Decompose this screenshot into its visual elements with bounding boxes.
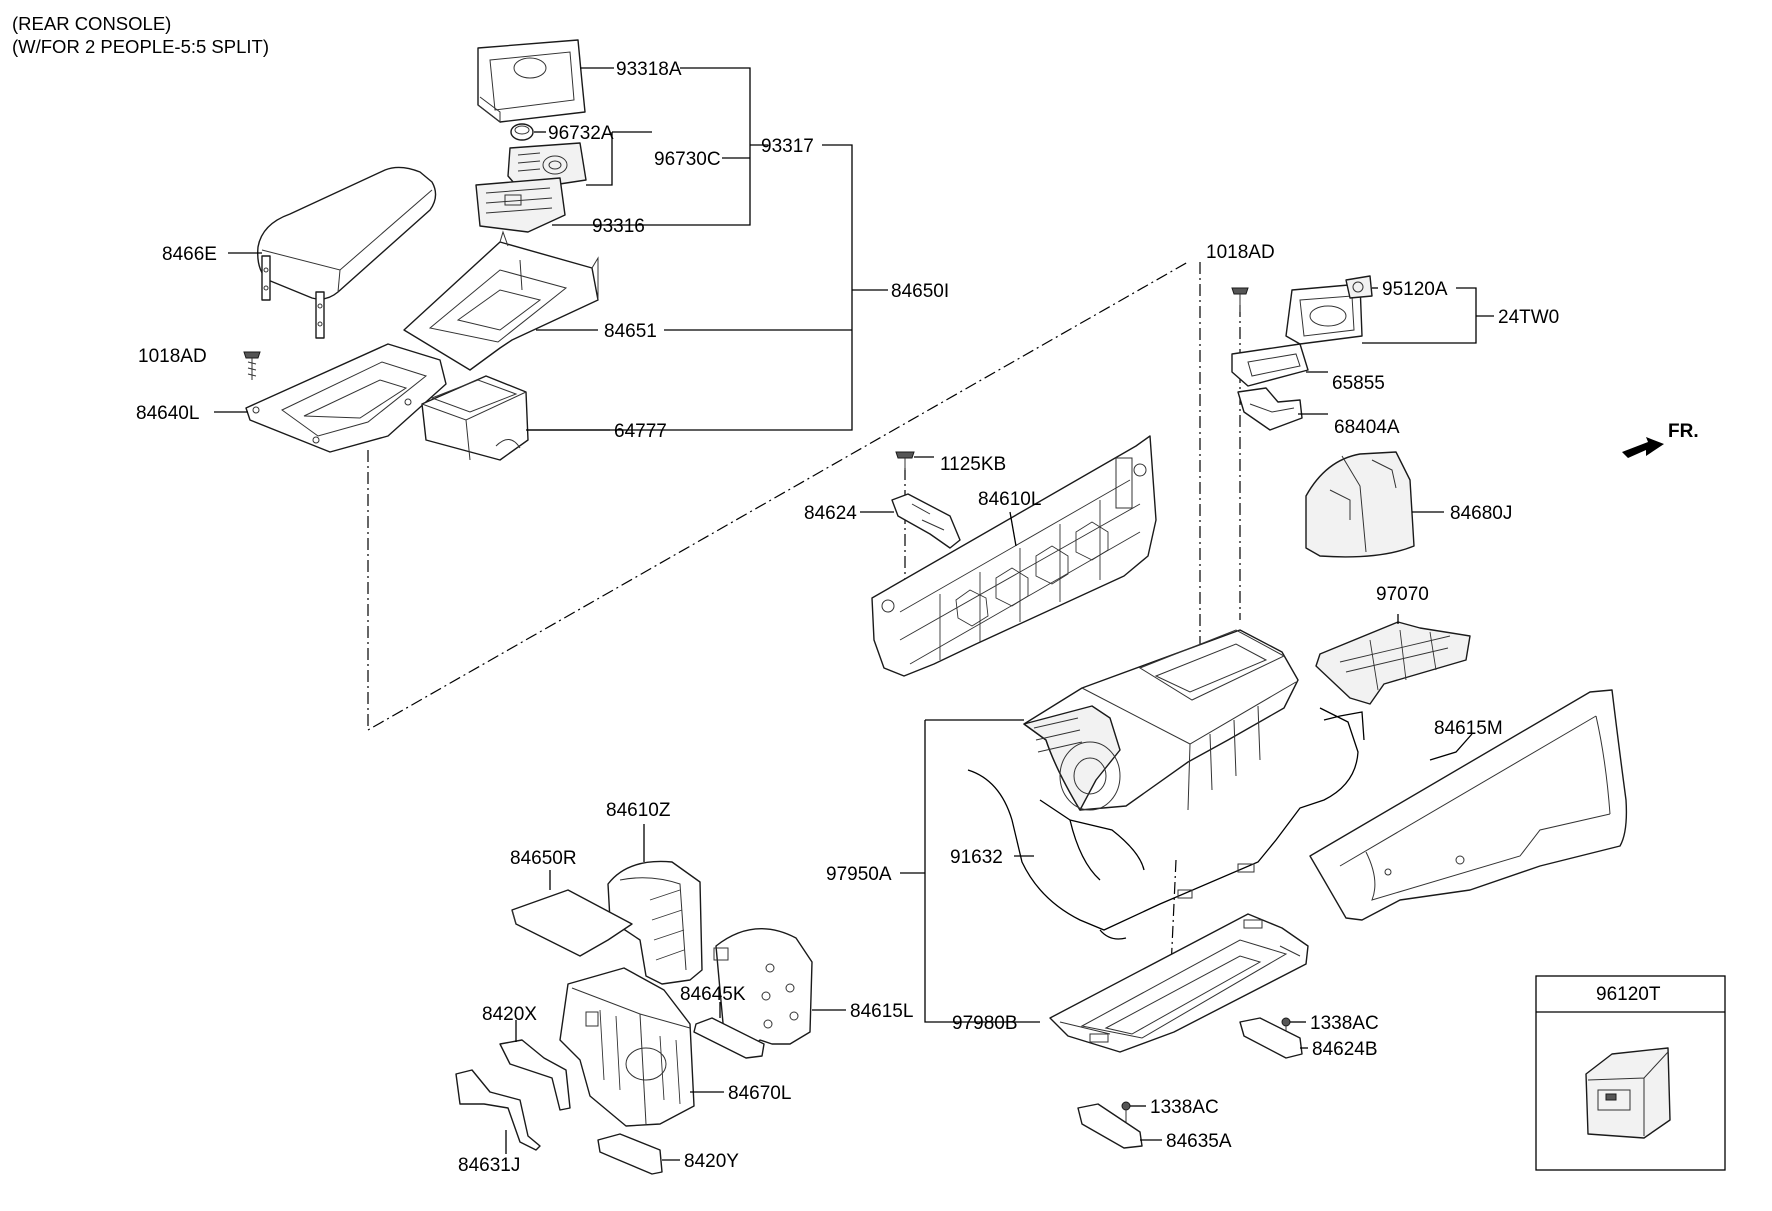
part-64777-cupholder-box [421, 375, 529, 461]
part-96120T-socket [1585, 1047, 1671, 1139]
label-84615L: 84615L [850, 1001, 913, 1022]
label-97070: 97070 [1376, 584, 1429, 605]
label-65855: 65855 [1332, 373, 1385, 394]
part-65855-bracket [1231, 343, 1309, 387]
part-84635A-bracket [1077, 1103, 1143, 1149]
part-93316-switch-panel [475, 177, 566, 233]
part-84610Z-rear-cover [607, 860, 703, 985]
label-91632: 91632 [950, 847, 1003, 868]
leader-84615M [1429, 733, 1473, 761]
inset-box-96120T [1535, 975, 1726, 1171]
part-8466E-armrest [257, 166, 437, 339]
label-96732A: 96732A [548, 123, 614, 144]
leader-bracket-96730C [586, 131, 652, 186]
part-1125KB-screw [895, 451, 915, 470]
part-1018AD-left-screw [243, 351, 261, 380]
part-84615M-side-trim [1309, 689, 1628, 921]
label-1018AD-left: 1018AD [138, 346, 207, 367]
leader-bracket-93318A-93316 [552, 67, 751, 226]
label-84650I: 84650I [891, 281, 949, 302]
label-84615M: 84615M [1434, 718, 1503, 739]
label-1338AC-upper: 1338AC [1310, 1013, 1379, 1034]
arrow-icon [1622, 437, 1664, 458]
heading-line-1: (REAR CONSOLE) [12, 13, 172, 34]
part-8420Y-bracket [597, 1133, 663, 1175]
label-24TW0: 24TW0 [1498, 307, 1559, 328]
label-84680J: 84680J [1450, 503, 1512, 524]
part-8420X-bracket [499, 1039, 571, 1111]
part-96732A-knob [510, 123, 534, 141]
label-84610L: 84610L [978, 489, 1041, 510]
label-96120T: 96120T [1596, 984, 1661, 1005]
leader-93317-bracket [528, 144, 853, 431]
label-93317: 93317 [761, 136, 814, 157]
label-8420Y: 8420Y [684, 1151, 739, 1172]
part-91632-wiring-harness [967, 707, 1365, 940]
label-front-indicator: FR. [1668, 421, 1699, 442]
label-95120A: 95120A [1382, 279, 1448, 300]
label-84650R: 84650R [510, 848, 577, 869]
part-84650R-cover-plate [511, 889, 633, 957]
label-84635A: 84635A [1166, 1131, 1232, 1152]
part-93318A-panel [477, 39, 586, 124]
part-84651-bezel [403, 230, 599, 371]
leader-24TW0-bracket [1362, 287, 1494, 344]
label-68404A: 68404A [1334, 417, 1400, 438]
label-1125KB: 1125KB [940, 454, 1006, 475]
part-84610L-side-panel [871, 435, 1157, 677]
part-84624-bracket [891, 493, 961, 549]
label-84631J: 84631J [458, 1155, 520, 1176]
heading-line-2: (W/FOR 2 PEOPLE-5:5 SPLIT) [12, 36, 270, 57]
label-84651: 84651 [604, 321, 657, 342]
part-1018AD-right-screw [1231, 287, 1249, 312]
label-97980B: 97980B [952, 1013, 1018, 1034]
label-97950A: 97950A [826, 864, 892, 885]
leader-84610L [1009, 511, 1017, 547]
part-84640L-base-tray [245, 343, 447, 453]
part-84670L-rear-housing [559, 967, 695, 1127]
part-97070-duct [1315, 621, 1471, 705]
label-93316: 93316 [592, 216, 645, 237]
label-84645K: 84645K [680, 984, 746, 1005]
leader-97950A-bracket [900, 719, 1040, 1023]
part-97950A-console-body [1023, 629, 1299, 811]
part-68404A-clip [1237, 387, 1303, 431]
part-84631J-bracket [455, 1069, 541, 1151]
alignment-line-rear [367, 261, 1189, 732]
part-84645K-trim-strip [693, 1017, 765, 1059]
label-1338AC-lower: 1338AC [1150, 1097, 1219, 1118]
label-93318A: 93318A [616, 59, 682, 80]
label-8466E: 8466E [162, 244, 217, 265]
part-97980B-frame [1049, 913, 1309, 1053]
label-84640L: 84640L [136, 403, 199, 424]
part-84615L-side-panel [713, 928, 813, 1051]
label-8420X: 8420X [482, 1004, 537, 1025]
label-84624B: 84624B [1312, 1039, 1378, 1060]
part-84680J-duct-cover [1305, 451, 1415, 558]
part-95120A-sensor [1345, 275, 1373, 299]
part-84624B-bracket [1239, 1017, 1303, 1059]
label-84624: 84624 [804, 503, 857, 524]
label-64777: 64777 [614, 421, 667, 442]
label-96730C: 96730C [654, 149, 721, 170]
diagram-heading: (REAR CONSOLE) (W/FOR 2 PEOPLE-5:5 SPLIT… [12, 12, 269, 58]
label-84610Z: 84610Z [606, 800, 671, 821]
label-1018AD-right: 1018AD [1206, 242, 1275, 263]
label-84670L: 84670L [728, 1083, 791, 1104]
part-24TW0-housing [1285, 283, 1363, 345]
